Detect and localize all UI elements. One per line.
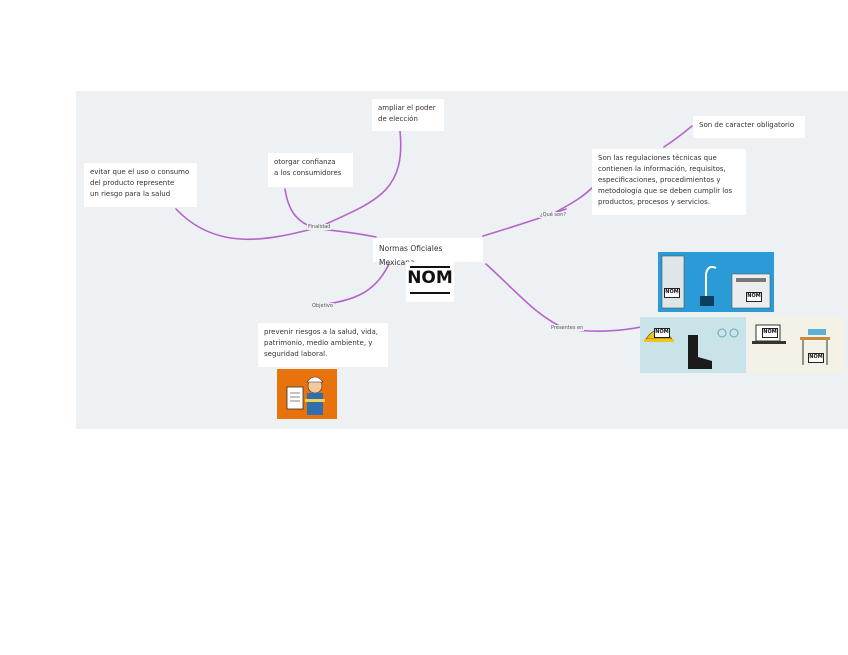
mini-nom-label-2: NOM [746,292,762,302]
branch-label-que-son: ¿Qué son? [539,212,567,218]
link-finalidad-ampliar [325,130,402,225]
link-center-objetivo [318,263,390,306]
desk-laptop-icon [752,324,830,365]
mini-nom-label-1: NOM [664,288,680,298]
link-center-queson [482,208,567,237]
mind-map-canvas: Finalidad ¿Qué son? Objetivo Presentes e… [76,91,848,429]
branch-label-presentes-en: Presentes en [550,325,585,331]
link-center-presentes [485,263,567,330]
node-obligatorio[interactable]: Son de caracter obligatorio [693,116,805,138]
machines-image: NOM NOM [658,252,774,312]
center-node-title[interactable]: Normas Oficiales Mexicana [373,238,483,267]
link-regulaciones-obligatorio [663,125,693,148]
nom-logo: NOM [406,262,454,302]
node-ampliar[interactable]: ampliar el poder de elección [372,99,444,131]
link-finalidad-otorgar [284,188,317,229]
link-finalidad-evitar [175,208,317,241]
node-regulaciones[interactable]: Son las regulaciones técnicas que contie… [592,149,746,215]
mini-nom-label-3: NOM [654,328,670,338]
link-queson-regulaciones [555,185,595,213]
branch-label-objetivo: Objetivo [311,303,334,309]
node-prevenir[interactable]: prevenir riesgos a la salud, vida, patri… [258,323,388,367]
worker-illustration [277,369,337,419]
mini-nom-label-5: NOM [808,353,824,363]
mini-nom-label-4: NOM [762,328,778,338]
node-evitar[interactable]: evitar que el uso o consumo del producto… [84,163,197,207]
safety-equipment-image: NOM [640,317,746,373]
furniture-image: NOM NOM [748,317,844,373]
nom-logo-text: NOM [407,268,453,288]
worker-icon [286,376,325,415]
nom-logo-top-bar [410,266,450,268]
branch-label-finalidad: Finalidad [307,224,332,230]
node-otorgar[interactable]: otorgar confianza a los consumidores [268,153,353,187]
nom-logo-bottom-bar [410,292,450,294]
lab-equipment-icon [661,255,771,309]
helmet-boot-icon [644,328,739,369]
